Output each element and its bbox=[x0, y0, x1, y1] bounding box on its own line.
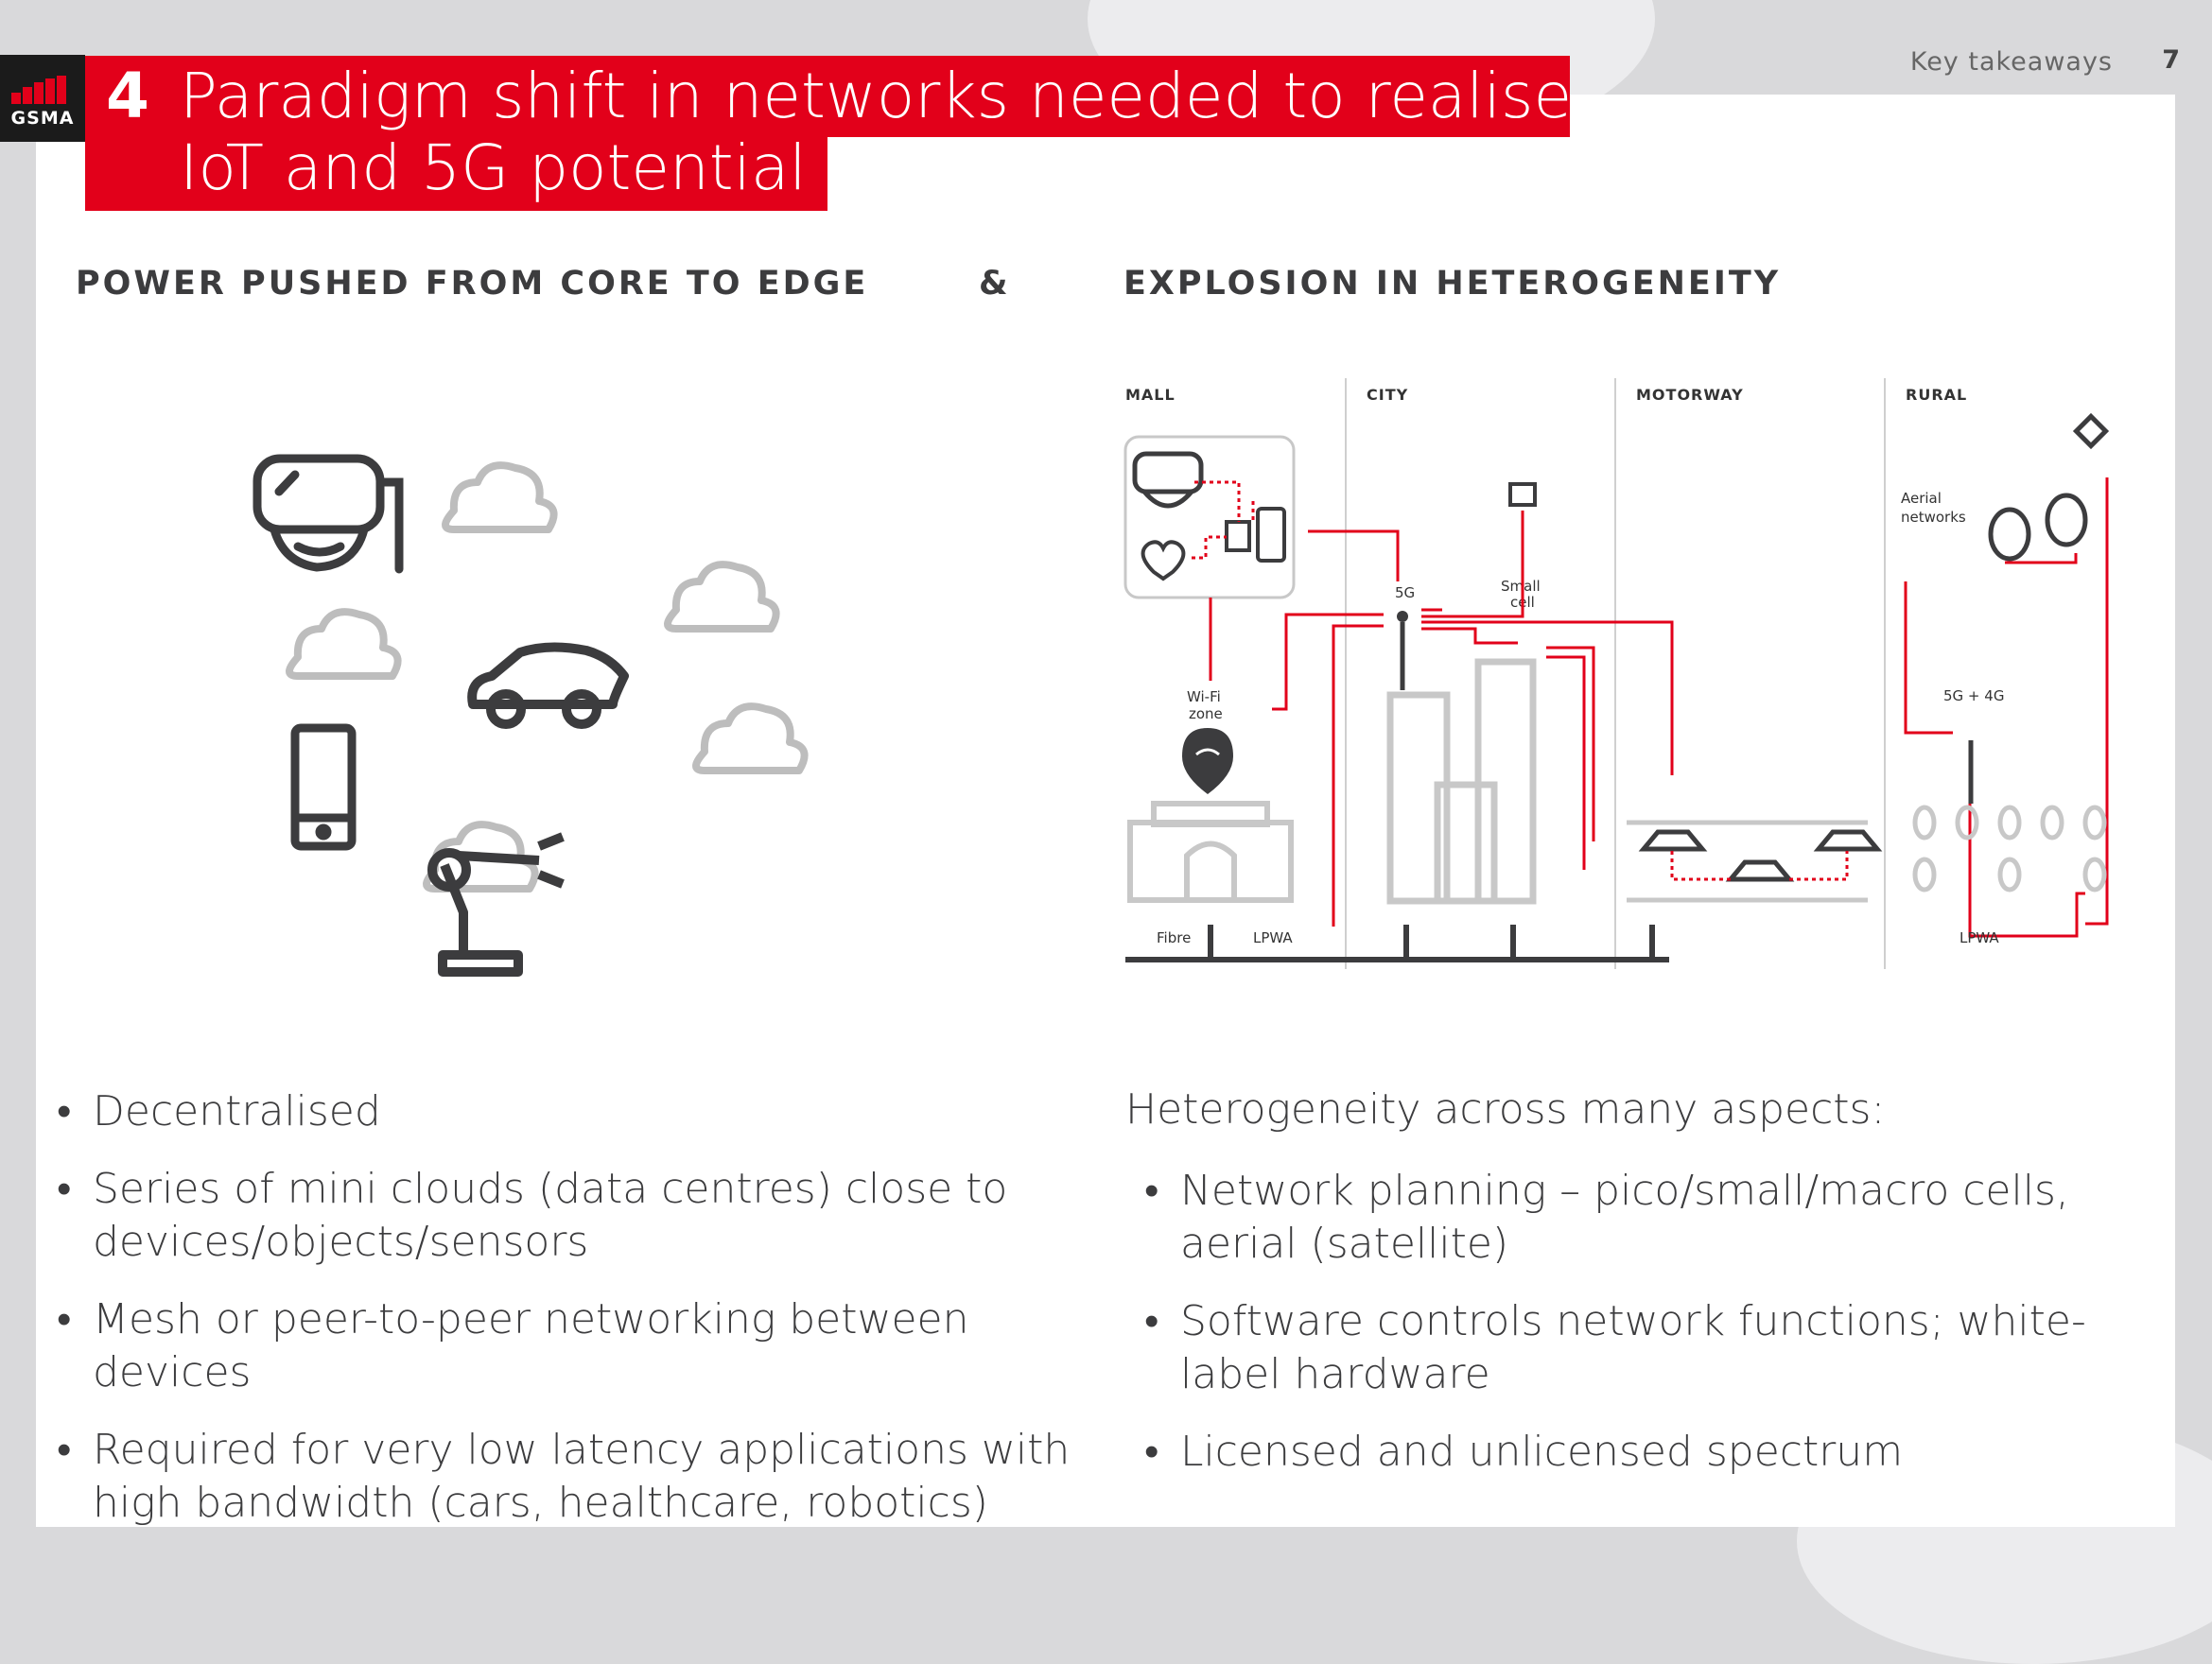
zone-label-city: CITY bbox=[1367, 386, 1408, 404]
page-number: 7 bbox=[2162, 45, 2180, 75]
small-cell-label: Small bbox=[1501, 578, 1541, 595]
vehicle-links bbox=[1670, 851, 1849, 881]
cloud-icon bbox=[692, 702, 809, 774]
cloud-icon bbox=[286, 608, 402, 680]
zone-label-motorway: MOTORWAY bbox=[1636, 386, 1744, 404]
aerial-label-2: networks bbox=[1901, 509, 1966, 526]
list-item: Network planning – pico/small/macro cell… bbox=[1144, 1165, 2128, 1271]
trees-icon bbox=[1912, 805, 2107, 893]
left-bullets: Decentralised Series of mini clouds (dat… bbox=[57, 1085, 1116, 1554]
rural-links bbox=[1904, 477, 2109, 938]
signal-bars-icon bbox=[11, 76, 66, 104]
content-panel bbox=[36, 95, 2175, 1527]
vr-headset-icon bbox=[1132, 451, 1204, 509]
smartphone-icon bbox=[1256, 507, 1286, 563]
devices-box bbox=[1123, 435, 1296, 599]
list-item: Licensed and unlicensed spectrum bbox=[1144, 1426, 2128, 1479]
zone-dividers bbox=[1345, 378, 1886, 969]
section-number: 4 bbox=[106, 60, 149, 132]
cloud-icon bbox=[664, 561, 780, 633]
motorway-cars-icon bbox=[1638, 829, 1883, 882]
right-heading: EXPLOSION IN HETEROGENEITY bbox=[1123, 265, 1782, 303]
gsma-logo: GSMA bbox=[0, 55, 85, 142]
heterogeneity-diagram: MALL CITY MOTORWAY RURAL Wi-Fi zone bbox=[1123, 378, 2110, 969]
right-bullets: Network planning – pico/small/macro cell… bbox=[1144, 1165, 2128, 1503]
wifi-label-2: zone bbox=[1189, 705, 1223, 722]
ampersand: & bbox=[979, 265, 1011, 303]
satellite-icon bbox=[2072, 412, 2110, 450]
title-band: 4 Paradigm shift in networks needed to r… bbox=[85, 56, 1573, 137]
list-item: Series of mini clouds (data centres) clo… bbox=[57, 1163, 1116, 1269]
list-item: Software controls network functions; whi… bbox=[1144, 1295, 2128, 1401]
list-item: Required for very low latency applicatio… bbox=[57, 1424, 1116, 1530]
left-heading: POWER PUSHED FROM CORE TO EDGE bbox=[76, 265, 869, 303]
aerial-label: Aerial bbox=[1901, 490, 1942, 507]
page-title-line-2: IoT and 5G potential bbox=[180, 131, 807, 204]
right-lead-text: Heterogeneity across many aspects: bbox=[1125, 1085, 1886, 1134]
zone-label-mall: MALL bbox=[1125, 386, 1176, 404]
heart-monitor-icon bbox=[1141, 540, 1186, 581]
5g-4g-label: 5G + 4G bbox=[1943, 687, 2004, 704]
fibre-label: Fibre bbox=[1157, 929, 1191, 946]
wifi-pin-icon bbox=[1182, 728, 1233, 794]
logo-text: GSMA bbox=[10, 108, 75, 129]
small-cell-icon bbox=[1508, 482, 1537, 507]
robot-arm-icon bbox=[427, 832, 565, 977]
lpwa-label-2: LPWA bbox=[1959, 929, 1999, 946]
title-band-2: IoT and 5G potential bbox=[85, 133, 827, 211]
page-title-line-1: Paradigm shift in networks needed to rea… bbox=[180, 60, 1573, 132]
list-item: Decentralised bbox=[57, 1085, 1116, 1138]
vr-headset-icon bbox=[253, 454, 404, 574]
controller-icon bbox=[1225, 520, 1251, 552]
balloon-icon bbox=[1988, 493, 2088, 562]
list-item: Mesh or peer-to-peer networking between … bbox=[57, 1293, 1116, 1399]
5g-label: 5G bbox=[1395, 584, 1415, 601]
network-links bbox=[1272, 511, 1674, 927]
cloud-icon bbox=[442, 461, 558, 533]
cell-tower-icon bbox=[1397, 611, 1408, 690]
car-icon bbox=[467, 642, 629, 729]
edge-illustration bbox=[253, 454, 809, 977]
city-buildings-icon bbox=[1386, 658, 1537, 905]
section-label: Key takeaways bbox=[1909, 47, 2113, 77]
smartphone-icon bbox=[290, 723, 357, 851]
motorway-road bbox=[1627, 820, 1868, 903]
device-links bbox=[1192, 480, 1255, 560]
mall-building-icon bbox=[1127, 801, 1294, 903]
zone-label-rural: RURAL bbox=[1906, 386, 1967, 404]
backbone-posts bbox=[1208, 925, 1655, 960]
wifi-label: Wi-Fi bbox=[1187, 688, 1221, 705]
lpwa-label: LPWA bbox=[1253, 929, 1293, 946]
